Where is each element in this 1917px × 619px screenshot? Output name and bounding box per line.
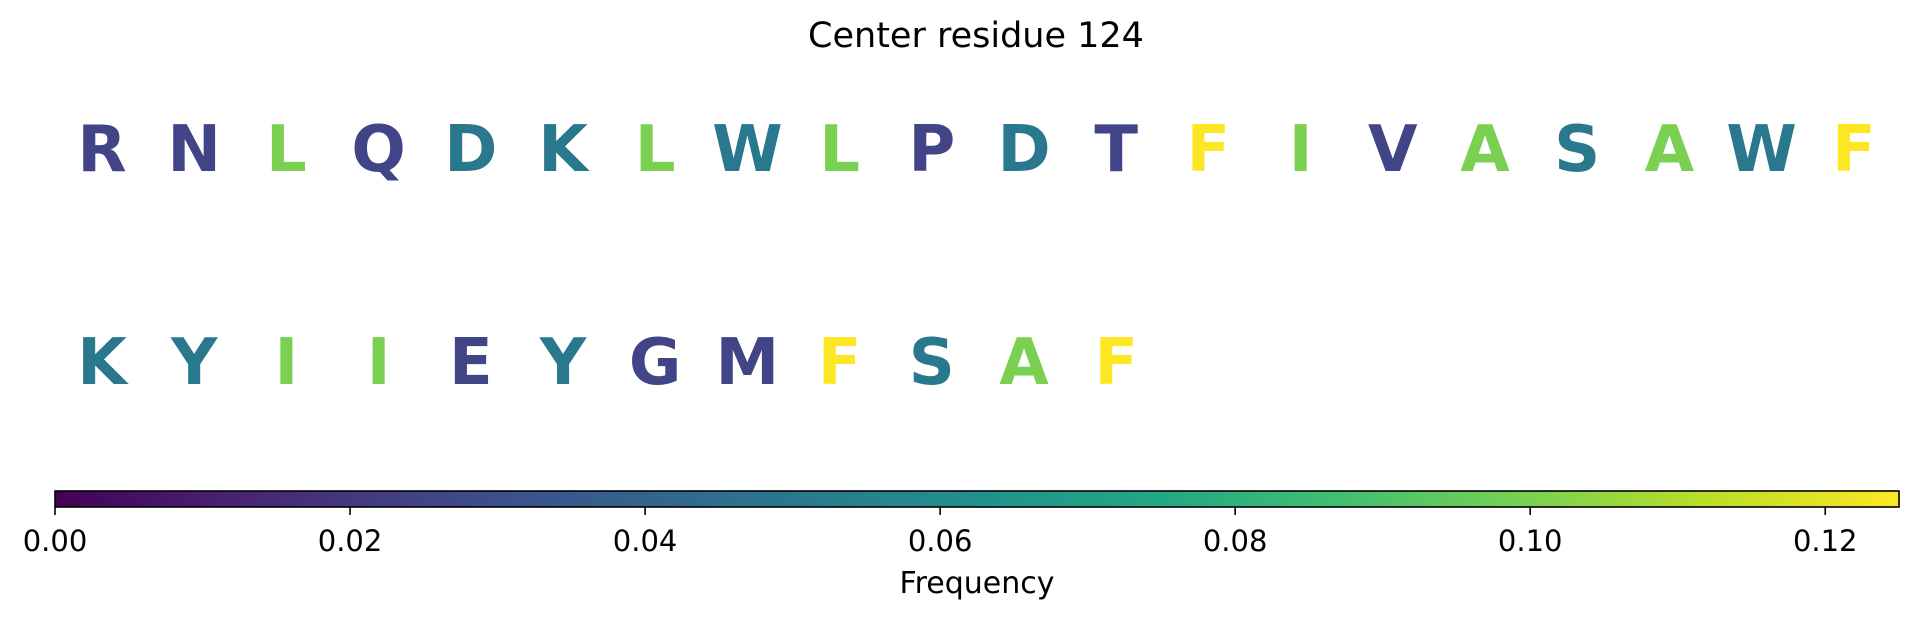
residue-letter: R [77,113,126,187]
colorbar-ticks: 0.00 0.02 0.04 0.06 0.08 0.10 0.12 [23,507,1858,558]
residue-letter: D [444,113,497,187]
colorbar-tick-label: 0.06 [908,524,973,558]
colorbar-frame [54,490,1900,508]
residue-letter: Q [351,113,405,187]
residue-letter: L [266,113,307,187]
residue-letter: Y [170,326,218,400]
residue-letter: P [908,113,955,187]
colorbar-label: Frequency [900,566,1055,601]
residue-letter: T [1094,113,1138,187]
residue-letter: S [1554,113,1600,187]
residue-letter: I [367,326,391,400]
colorbar-tick-label: 0.04 [613,524,678,558]
residue-letter: D [997,113,1050,187]
colorbar-tick-label: 0.00 [23,524,88,558]
residue-letter: F [1187,113,1231,187]
residue-letter: K [77,326,129,400]
residue-letter: G [629,326,682,400]
residue-letter: F [1094,326,1138,400]
residue-letter: N [167,113,221,187]
residue-letter: K [538,113,590,187]
residue-letter: M [716,326,780,400]
colorbar-tick-label: 0.10 [1498,524,1563,558]
residue-letter: I [274,326,298,400]
chart-title: Center residue 124 [808,16,1144,56]
residue-letter: L [635,113,676,187]
residue-letter: V [1368,113,1418,187]
residue-letter: A [999,326,1049,400]
colorbar-tick-label: 0.08 [1203,524,1268,558]
residue-letter: W [1726,113,1797,187]
residue-letter: Y [539,326,587,400]
residue-letter: S [909,326,955,400]
colorbar-tick-label: 0.12 [1793,524,1858,558]
residue-letter: W [712,113,783,187]
colorbar: 0.00 0.02 0.04 0.06 0.08 0.10 0.12 Frequency [23,490,1900,601]
residue-letter: F [1832,113,1876,187]
residue-letter: F [818,326,862,400]
residue-letter: L [819,113,860,187]
colorbar-gradient [55,491,1899,507]
colorbar-tick-label: 0.02 [318,524,383,558]
residue-letter: E [449,326,493,400]
residue-letter: A [1645,113,1695,187]
residue-letter: I [1289,113,1313,187]
residue-letter: A [1460,113,1510,187]
